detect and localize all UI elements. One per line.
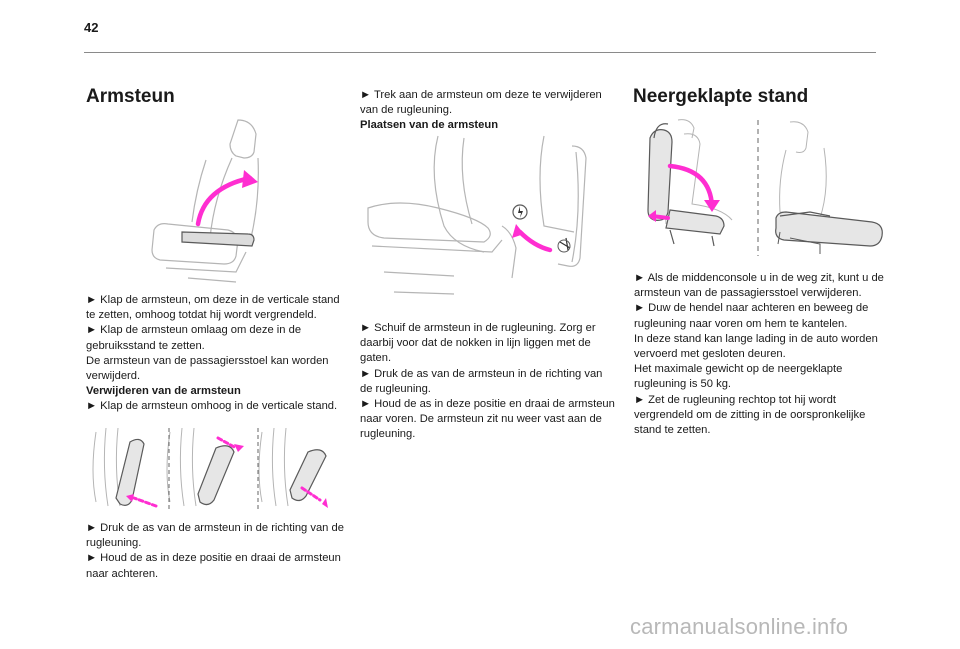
armrest-removal-steps-figure [90,422,346,512]
col2-para-3: ► Druk de as van de armsteun in de richt… [360,367,603,395]
col1-para-1: ► Klap de armsteun, om deze in de vertic… [86,294,340,322]
col3-para-4: Het maximale gewicht op de neergeklapte … [634,363,843,391]
col2-para-1: ► Trek aan de armsteun om deze te verwij… [360,89,602,117]
col3-para-5: ► Zet de rugleuning rechtop tot hij word… [634,393,866,437]
top-rule [84,52,876,53]
col1-para-2: ► Klap de armsteun omlaag om deze in de … [86,324,302,352]
armrest-install-figure [364,132,610,302]
col1-subheading: Verwijderen van de armsteun [86,385,241,398]
col2-para-2: ► Schuif de armsteun in de rugleuning. Z… [360,322,596,365]
col3-para-1: ► Als de middenconsole u in de weg zit, … [634,272,884,300]
col2-text-bottom: ► Schuif de armsteun in de rugleuning. Z… [360,321,616,443]
section-heading-armsteun: Armsteun [86,86,175,107]
col3-para-3: In deze stand kan lange lading in de aut… [634,332,878,361]
col3-para-2: ► Duw de hendel naar achteren en beweeg … [634,302,869,330]
col2-subheading: Plaatsen van de armsteun [360,119,499,132]
folded-seat-figure [640,114,888,260]
col1-text: ► Klap de armsteun, om deze in de vertic… [86,293,344,415]
page-number: 42 [84,20,99,35]
col1-para-3: De armsteun van de passagiersstoel kan w… [86,354,329,383]
col2-text-top: ► Trek aan de armsteun om deze te verwij… [360,88,616,134]
armrest-raise-figure [148,112,272,292]
col1-para-6: ► Houd de as in deze positie en draai de… [86,552,341,580]
col2-para-4: ► Houd de as in deze positie en draai de… [360,398,615,441]
col1-para-5: ► Druk de as van de armsteun in de richt… [86,522,344,550]
col1-text-bottom: ► Druk de as van de armsteun in de richt… [86,521,344,582]
section-heading-neergeklapte-stand: Neergeklapte stand [633,86,809,107]
watermark: carmanualsonline.info [630,614,849,639]
col3-text: ► Als de middenconsole u in de weg zit, … [634,271,890,438]
col1-para-4: ► Klap de armsteun omhoog in de vertical… [86,400,338,413]
